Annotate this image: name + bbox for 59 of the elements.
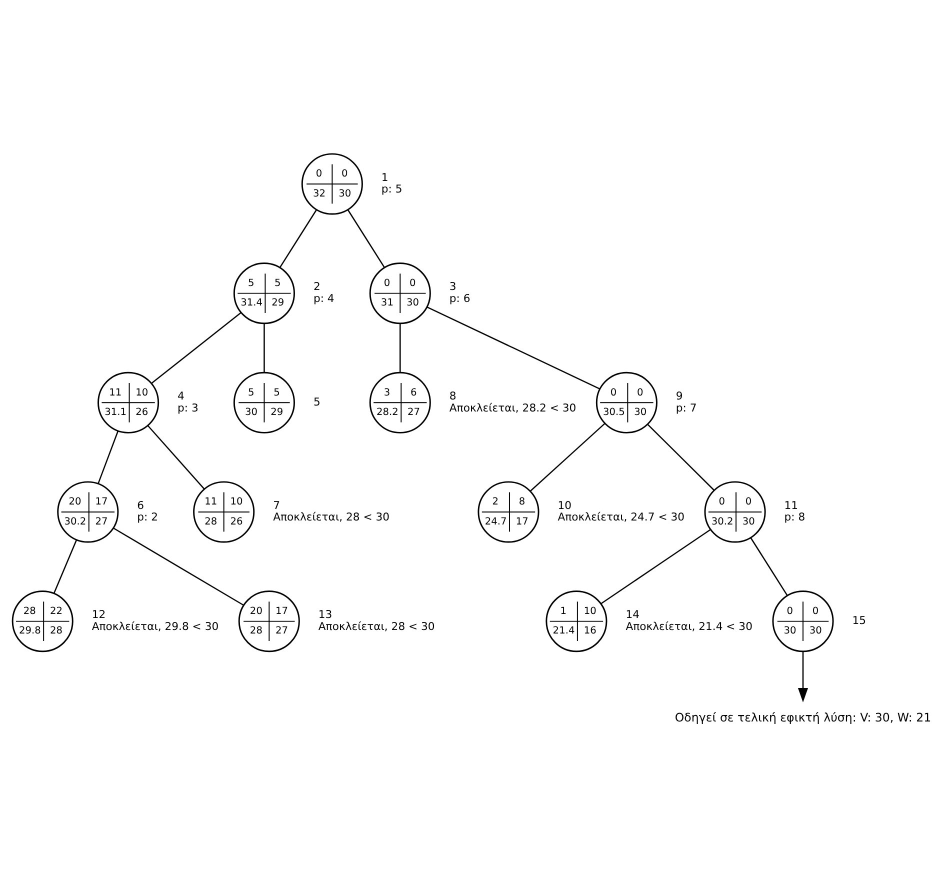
node-circle: 0 0 30 30 (772, 590, 834, 652)
connector (147, 425, 205, 490)
node-circle: 1 10 21.4 16 (546, 590, 608, 652)
connector (151, 312, 242, 384)
node-circle: 0 0 30.2 30 (704, 481, 766, 543)
node-circle: 2 8 24.7 17 (478, 481, 540, 543)
node-label: p: 8 (784, 510, 806, 524)
connector (426, 306, 600, 390)
node-label: p: 2 (137, 510, 158, 524)
node-label: 6 (137, 498, 144, 512)
node-circle: 11 10 28 26 (193, 481, 255, 543)
connector (750, 538, 788, 596)
node-label: 12 (92, 608, 106, 622)
connector (279, 210, 317, 268)
node-circle: 11 10 31.1 26 (98, 372, 160, 434)
node-label: 13 (318, 608, 332, 622)
node-circle: 20 17 28 27 (238, 590, 300, 652)
arrow (798, 652, 808, 702)
node-label: 8 (449, 389, 456, 402)
node-label: 7 (273, 498, 280, 512)
node-label: 14 (626, 608, 640, 622)
node-label: Αποκλείεται, 29.8 < 30 (92, 620, 219, 633)
node-label: 1 (381, 170, 388, 184)
connector (98, 430, 119, 484)
node-label: 15 (852, 614, 866, 628)
node-text: Οδηγεί σε τελική εφικτή λύση: V: 30, W: 21 (674, 710, 932, 724)
node-label: Αποκλείεται, 24.7 < 30 (558, 510, 685, 524)
node-label: 3 (449, 280, 456, 294)
node-circle: 3 6 28.2 27 (369, 372, 431, 434)
node-label: p: 7 (676, 401, 697, 414)
connector (530, 423, 606, 492)
node-circle: 0 0 31 30 (369, 262, 431, 324)
node-label: p: 5 (381, 182, 402, 196)
node-circle: 5 5 31.4 29 (233, 262, 295, 324)
node-label: Αποκλείεται, 21.4 < 30 (626, 620, 752, 633)
node-label: Αποκλείεται, 28 < 30 (318, 620, 435, 633)
connector (647, 424, 714, 490)
connector (347, 210, 386, 268)
node-label: p: 6 (449, 292, 470, 305)
connector (113, 528, 244, 606)
connector (600, 528, 711, 604)
node-label: 4 (178, 389, 184, 402)
node-label: 9 (676, 389, 683, 402)
node-circle: 0 0 32 30 (301, 153, 363, 215)
connector (53, 540, 78, 594)
connector (400, 324, 401, 372)
node-label: p: 4 (313, 292, 334, 305)
node-label: 5 (313, 395, 320, 408)
node-label: Αποκλείεται, 28 < 30 (273, 510, 390, 524)
node-circle: 20 17 30.2 27 (57, 481, 119, 543)
node-label: p: 3 (178, 401, 198, 414)
node-label: 11 (784, 498, 798, 512)
connector (264, 324, 265, 372)
node-circle: 5 5 30 29 (233, 372, 295, 434)
node-label: Αποκλείεται, 28.2 < 30 (449, 401, 576, 414)
node-label: 2 (313, 280, 320, 294)
node-circle: 28 22 29.8 28 (12, 590, 74, 652)
node-label: 10 (558, 498, 572, 512)
node-circle: 0 0 30.5 30 (596, 372, 658, 434)
